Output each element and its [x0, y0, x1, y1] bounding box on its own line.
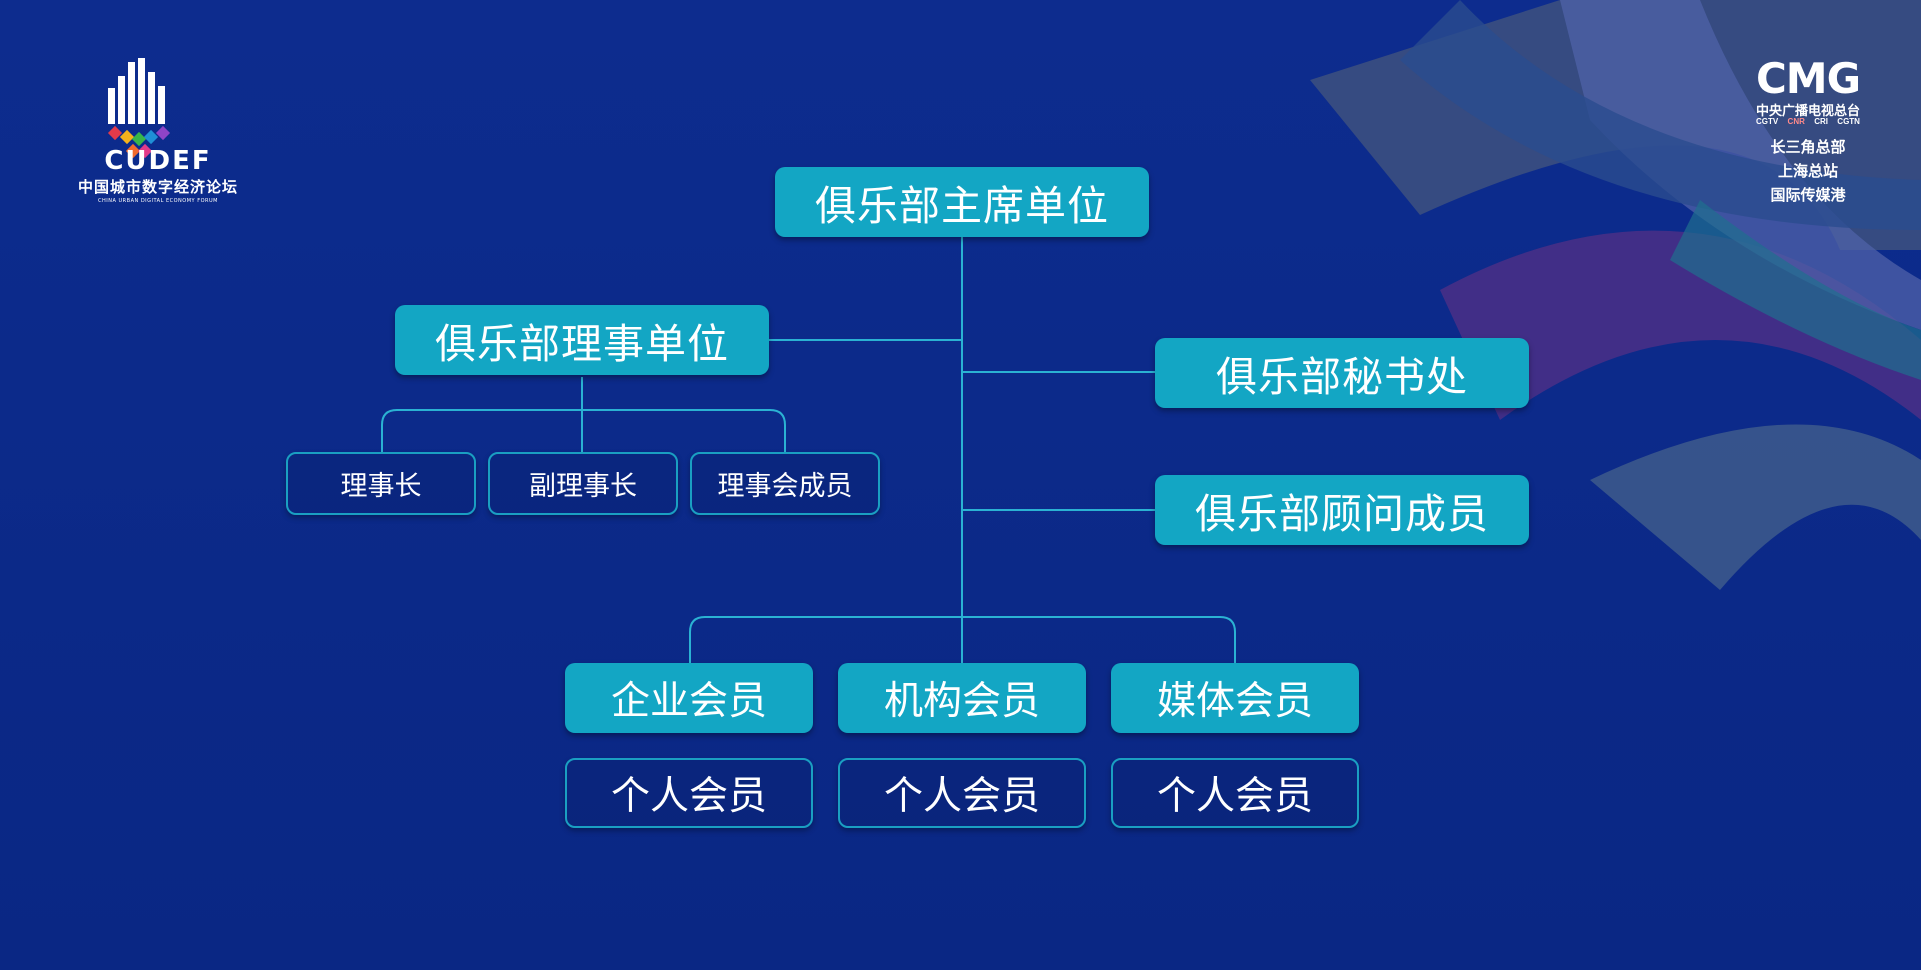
institution-member-box: 机构会员	[838, 663, 1086, 733]
cudef-name-en: CHINA URBAN DIGITAL ECONOMY FORUM	[98, 198, 218, 204]
secretariat-box: 俱乐部秘书处	[1155, 338, 1529, 408]
cmg-line-1: 长三角总部	[1770, 138, 1846, 156]
cmg-brand-cgtn: CGTN	[1837, 117, 1860, 126]
cmg-sub-brands: CGTV CNR CRI CGTN	[1756, 117, 1860, 126]
cmg-brand-cctv: CGTV	[1756, 117, 1779, 126]
cudef-logo-mark	[107, 58, 171, 159]
cmg-acronym: CMG	[1755, 54, 1861, 103]
board-member-box: 理事会成员	[690, 452, 880, 515]
advisors-box: 俱乐部顾问成员	[1155, 475, 1529, 545]
cmg-brand-cri: CRI	[1814, 117, 1828, 126]
board-vice-chairman-box: 副理事长	[488, 452, 678, 515]
individual-member-box-3: 个人会员	[1111, 758, 1359, 828]
board-unit-box: 俱乐部理事单位	[395, 305, 769, 375]
board-chairman-box: 理事长	[286, 452, 476, 515]
media-member-box: 媒体会员	[1111, 663, 1359, 733]
cmg-brand-cnr: CNR	[1787, 117, 1805, 126]
cmg-name-cn: 中央广播电视总台	[1755, 104, 1860, 119]
members-bracket	[689, 616, 1236, 663]
individual-member-box-2: 个人会员	[838, 758, 1086, 828]
board-bracket	[381, 409, 786, 452]
cudef-name-cn: 中国城市数字经济论坛	[77, 178, 238, 196]
chairman-unit-box: 俱乐部主席单位	[775, 167, 1149, 237]
enterprise-member-box: 企业会员	[565, 663, 813, 733]
cmg-line-2: 上海总站	[1777, 162, 1838, 180]
individual-member-box-1: 个人会员	[565, 758, 813, 828]
cudef-acronym: CUDEF	[104, 146, 212, 176]
cmg-line-3: 国际传媒港	[1770, 186, 1846, 204]
